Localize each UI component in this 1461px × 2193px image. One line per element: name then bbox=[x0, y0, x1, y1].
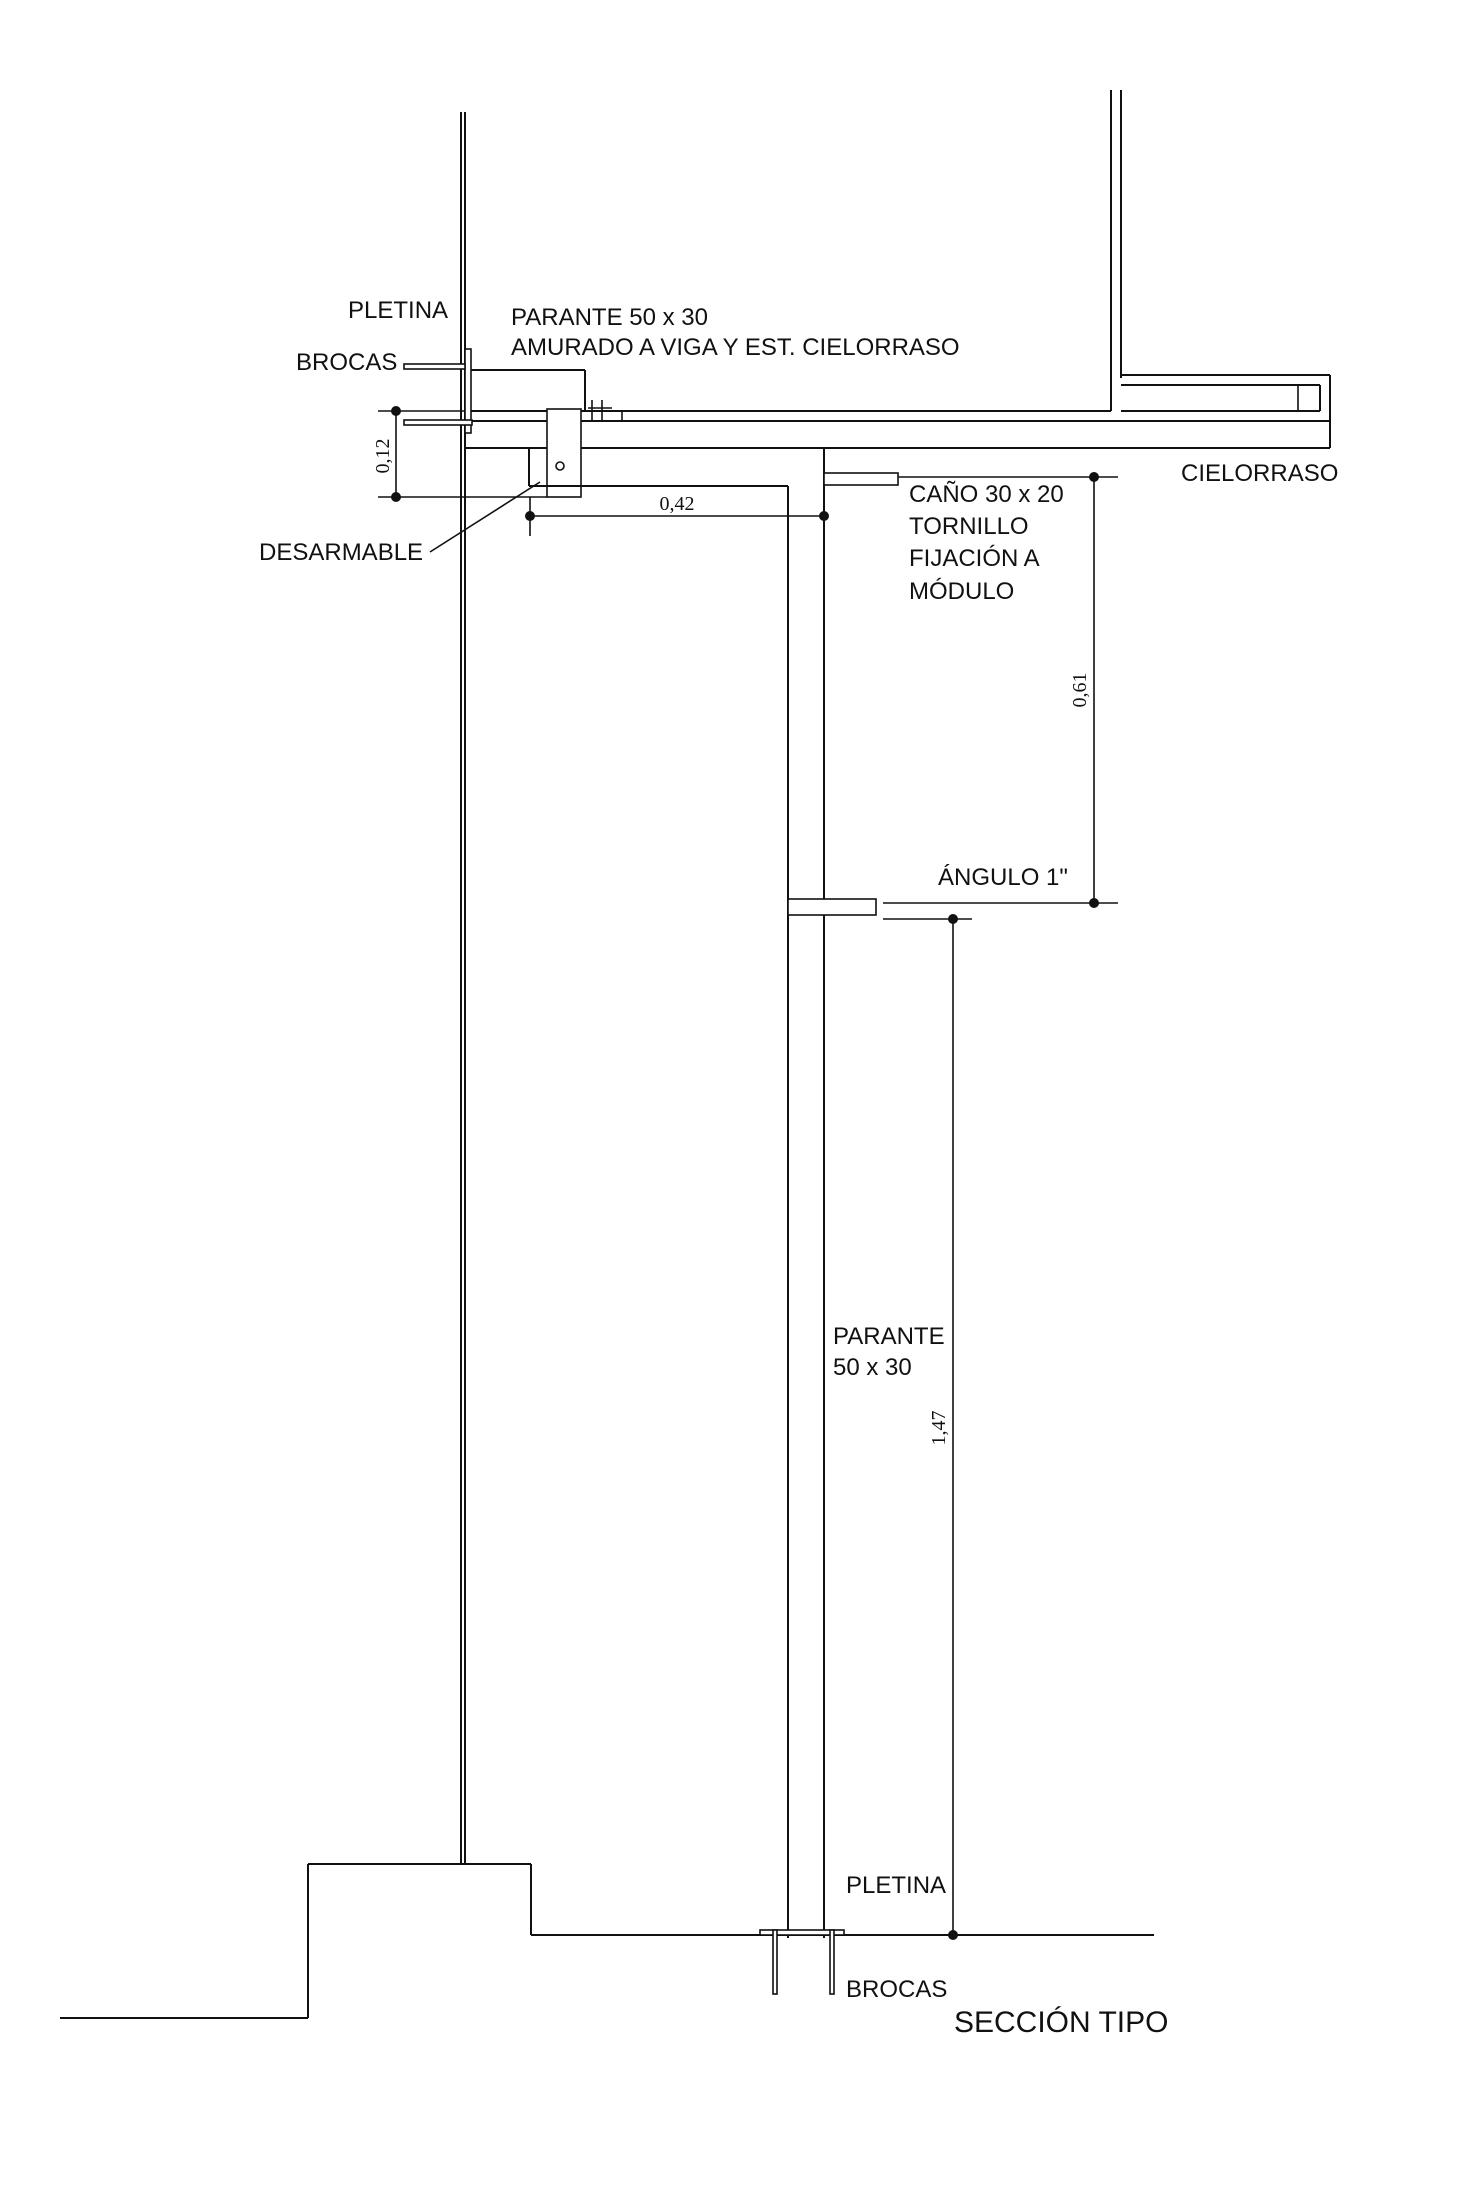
label-cano-1: CAÑO 30 x 20 bbox=[909, 481, 1064, 508]
dimension-012 bbox=[378, 406, 547, 502]
dimension-text-061: 0,61 bbox=[1069, 673, 1091, 708]
label-cano-4: MÓDULO bbox=[909, 578, 1014, 605]
dimension-147 bbox=[948, 914, 958, 1940]
label-brocas-bottom: BROCAS bbox=[846, 1976, 947, 2003]
top-pletina bbox=[464, 348, 623, 434]
label-parante-top-2: AMURADO A VIGA Y EST. CIELORRASO bbox=[511, 334, 960, 361]
ground bbox=[60, 1863, 1154, 2019]
bottom-pletina bbox=[759, 1929, 845, 1995]
label-brocas-top: BROCAS bbox=[296, 349, 397, 376]
dimension-text-042: 0,42 bbox=[660, 493, 695, 515]
label-pletina-bottom: PLETINA bbox=[846, 1872, 946, 1899]
label-parante-mid-2: 50 x 30 bbox=[833, 1354, 912, 1381]
dimension-061 bbox=[1089, 472, 1099, 908]
cano-30x20 bbox=[823, 472, 1118, 486]
label-cano-2: TORNILLO bbox=[909, 513, 1029, 540]
drawing-title: SECCIÓN TIPO bbox=[954, 2006, 1168, 2039]
label-parante-top-1: PARANTE 50 x 30 bbox=[511, 304, 708, 331]
angulo bbox=[787, 898, 1118, 920]
label-pletina-top: PLETINA bbox=[348, 297, 448, 324]
upper-parante bbox=[429, 408, 824, 553]
top-brocas bbox=[403, 363, 473, 426]
right-column bbox=[1110, 90, 1122, 411]
label-cielorraso: CIELORRASO bbox=[1181, 460, 1338, 487]
label-parante-mid-1: PARANTE bbox=[833, 1323, 945, 1350]
label-angulo: ÁNGULO 1" bbox=[938, 864, 1068, 891]
dimension-text-147: 1,47 bbox=[928, 1411, 950, 1446]
label-desarmable: DESARMABLE bbox=[259, 539, 423, 566]
vertical-parante bbox=[787, 448, 825, 1938]
dimension-text-012: 0,12 bbox=[372, 439, 394, 474]
dimension-042 bbox=[525, 497, 829, 536]
label-cano-3: FIJACIÓN A bbox=[909, 545, 1040, 572]
